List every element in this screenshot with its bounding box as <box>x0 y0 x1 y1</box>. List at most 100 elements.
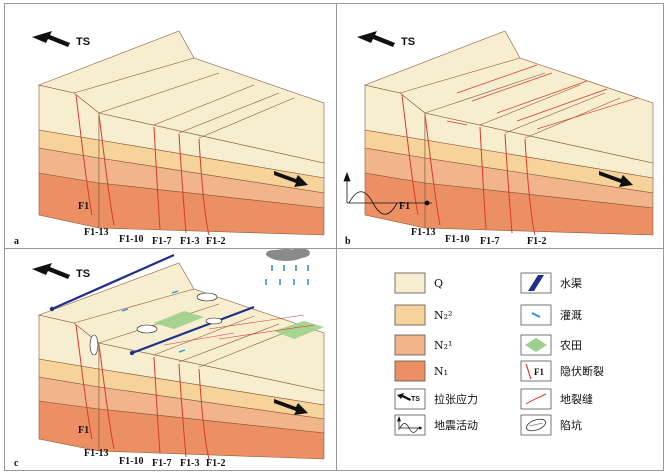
fault-line <box>75 324 93 440</box>
fault-label-F1-7: F1-7 <box>152 236 171 247</box>
irrigation-icon <box>520 304 552 326</box>
sinkhole-icon <box>520 414 552 436</box>
legend-label: N₂² <box>434 308 453 322</box>
seismic-activity <box>343 171 432 215</box>
fault-label-F1-2: F1-2 <box>206 458 225 469</box>
step-edge-4 <box>504 92 606 134</box>
swatch-N1 <box>394 360 426 382</box>
fault-line <box>479 126 487 230</box>
fault-label-F1-10: F1-10 <box>119 234 143 245</box>
canal-end <box>129 350 135 356</box>
legend-label: 地裂缝 <box>560 393 593 406</box>
block-diagram-c: TS F1 F1-13 F1-10 F1-7 F1-3 F1-2 c <box>14 249 325 469</box>
top-surface <box>363 30 654 164</box>
legend-item-N1: N₁ <box>394 360 448 382</box>
fault-icon-label: F1 <box>534 367 544 377</box>
sinkhole <box>136 324 158 334</box>
step-edge-3 <box>153 84 255 126</box>
swatch-N21 <box>394 334 426 356</box>
farmland-icon <box>520 334 552 356</box>
ts-arrow-right <box>274 171 308 187</box>
step-edge-5 <box>198 328 295 368</box>
legend-item-quake: 地震活动 <box>394 414 478 436</box>
sinkhole <box>89 334 99 356</box>
fault-label-F1-10: F1-10 <box>119 456 143 467</box>
top-surface <box>37 30 325 164</box>
ts-arrow-left: TS <box>32 263 90 280</box>
fault-line <box>153 126 161 230</box>
block-c <box>37 262 325 460</box>
ground-fissures-c <box>163 314 315 346</box>
panel-a: TS F1 F1-13 F1-10 F1-7 F1-3 F1-2 a <box>4 3 336 248</box>
step-edge-1 <box>73 57 195 94</box>
faults-a <box>75 94 210 236</box>
legend-item-fault: F1 隐伏断裂 <box>520 360 604 382</box>
front-step-N1 <box>98 182 325 236</box>
ts-arrow-icon: TS <box>394 388 426 410</box>
fault-line <box>75 94 93 216</box>
legend-label: 拉张应力 <box>434 393 478 406</box>
legend-item-field: 农田 <box>520 334 582 356</box>
fault-line <box>98 344 115 450</box>
figure-frame <box>4 3 664 471</box>
step-edge-3 <box>153 315 255 356</box>
legend-label: 灌溉 <box>560 309 582 322</box>
fault-label-F1-2: F1-2 <box>527 236 546 247</box>
panel-divider-vertical <box>336 3 337 471</box>
fault-label-F1-10: F1-10 <box>445 234 469 245</box>
fault-label-F1-13: F1-13 <box>84 227 108 238</box>
panel-label: a <box>14 236 19 247</box>
fault-line <box>401 94 419 216</box>
step-edge-2 <box>98 72 220 114</box>
canals <box>51 253 255 355</box>
panel-label: b <box>345 236 351 247</box>
legend-label: 水渠 <box>560 277 582 290</box>
canal-end <box>49 306 55 312</box>
step-edge-4 <box>178 92 280 134</box>
fault-line <box>178 363 187 458</box>
panel-b: TS F1 F1-13 F1-10 F1-7 F1-2 b <box>337 3 663 248</box>
swatch-N22 <box>394 304 426 326</box>
panel-c: TS F1 F1-13 F1-10 F1-7 F1-3 F1-2 c <box>4 249 336 471</box>
front-step-N1 <box>424 182 654 236</box>
ground-fissures-b <box>446 64 638 130</box>
fault-line <box>153 356 161 454</box>
swatch-Q <box>394 272 426 294</box>
ts-arrow-left: TS <box>32 31 90 48</box>
block-diagram-a: TS F1 F1-13 F1-10 F1-7 F1-3 F1-2 a <box>14 30 325 247</box>
fissure <box>496 80 588 114</box>
fault-line <box>424 114 441 226</box>
fault-label-F1-3: F1-3 <box>180 236 199 247</box>
ts-label: TS <box>401 36 415 48</box>
fault-line <box>198 368 210 460</box>
legend-label: N₁ <box>434 364 449 378</box>
fault-label-F1: F1 <box>399 201 410 212</box>
step-edge-1 <box>399 57 521 94</box>
fault-label-F1-13: F1-13 <box>84 448 108 459</box>
block-diagram-b: TS F1 F1-13 F1-10 F1-7 F1-2 b <box>343 30 654 247</box>
farmland-patch <box>154 311 204 329</box>
ground-fissure-icon <box>520 388 552 410</box>
fissure <box>536 97 638 130</box>
sinkholes <box>89 292 223 356</box>
canal-icon <box>520 272 552 294</box>
step-edge-4 <box>178 323 280 363</box>
faults-c <box>75 324 210 460</box>
legend-item-Q: Q <box>394 272 443 294</box>
legend: Q N₂² N₂¹ N₁ TS 拉张应力 地震活动 <box>338 250 662 469</box>
fissure <box>516 88 608 122</box>
fault-label-F1: F1 <box>78 425 89 436</box>
legend-label: 隐伏断裂 <box>560 365 604 378</box>
fault-line <box>504 133 513 234</box>
fault-label-F1-2: F1-2 <box>206 236 225 247</box>
fault-line <box>178 133 187 234</box>
panel-divider-horizontal <box>4 248 664 249</box>
front-step-N1 <box>98 408 325 460</box>
legend-item-crack: 地裂缝 <box>520 388 593 410</box>
faults-b <box>401 94 536 236</box>
fault-line <box>524 138 536 236</box>
fault-label-F1-13: F1-13 <box>411 227 435 238</box>
ts-icon-label: TS <box>411 396 420 403</box>
panel-label: c <box>14 458 19 469</box>
fault-label-F1-7: F1-7 <box>152 458 171 469</box>
